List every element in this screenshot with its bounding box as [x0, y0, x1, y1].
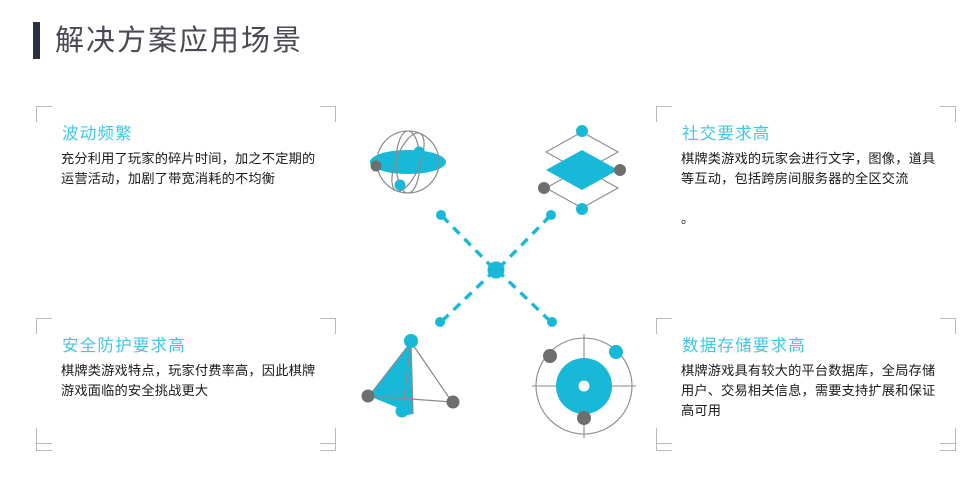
connector-endpoint-node-icon [435, 317, 445, 327]
pyramid-node-icon [361, 389, 375, 403]
quadrant-bottom-left: 安全防护要求高 棋牌类游戏特点，玩家付费率高，因此棋牌游戏面临的安全挑战更大 [36, 318, 336, 444]
quadrant-top-right: 社交要求高 棋牌类游戏的玩家会进行文字，图像，道具等互动，包括跨房间服务器的全区… [656, 106, 956, 451]
center-graphic [361, 125, 636, 438]
title-accent-bar [33, 22, 40, 59]
orbit-icon [532, 334, 636, 438]
globe-icon [370, 130, 446, 194]
connector-endpoint-node-icon [547, 317, 557, 327]
pyramid-node-icon [446, 395, 460, 409]
quadrant-body-bottom-right: 棋牌游戏具有较大的平台数据库，全局存储用户、交易相关信息，需要支持扩展和保证高可… [681, 364, 936, 419]
quadrant-heading-bottom-left: 安全防护要求高 [62, 336, 186, 355]
corner-bracket-icon [36, 428, 52, 444]
connector-endpoint-node-icon [436, 210, 446, 220]
orbit-node-icon [577, 411, 591, 425]
quadrant-body-top-left: 充分利用了玩家的碎片时间，加之不定期的运营活动，加剧了带宽消耗的不均衡 [61, 152, 316, 187]
pyramid-node-icon [395, 404, 409, 418]
layers-icon [538, 125, 626, 215]
corner-bracket-icon [656, 428, 672, 444]
corner-bracket-icon [656, 318, 672, 334]
corner-bracket-icon [36, 106, 52, 122]
corner-bracket-icon [656, 106, 672, 122]
quadrant-body-top-right: 棋牌类游戏的玩家会进行文字，图像，道具等互动，包括跨房间服务器的全区交流 [681, 152, 936, 187]
corner-bracket-icon [36, 318, 52, 334]
quadrant-heading-top-left: 波动频繁 [62, 124, 133, 143]
globe-node-icon [370, 160, 382, 172]
page-title: 解决方案应用场景 [33, 22, 303, 59]
corner-bracket-icon [320, 428, 336, 444]
pyramid-icon [361, 334, 460, 418]
layers-node-icon [576, 125, 588, 137]
orbit-node-icon [609, 345, 623, 359]
quadrant-body-tail-top-right: 。 [681, 212, 695, 227]
dashed-x-connector [435, 210, 557, 327]
connector-center-node-icon [487, 261, 505, 279]
connector-endpoint-node-icon [546, 210, 556, 220]
quadrant-heading-bottom-right: 数据存储要求高 [682, 336, 806, 355]
quadrant-bottom-right: 数据存储要求高 棋牌游戏具有较大的平台数据库，全局存储用户、交易相关信息，需要支… [656, 318, 956, 444]
layers-node-icon [614, 164, 626, 176]
globe-node-icon [413, 146, 425, 158]
quadrant-heading-top-right: 社交要求高 [682, 124, 771, 143]
layers-node-icon [538, 182, 550, 194]
orbit-node-icon [543, 349, 557, 363]
corner-bracket-icon [940, 428, 956, 444]
quadrant-body-bottom-left: 棋牌类游戏特点，玩家付费率高，因此棋牌游戏面临的安全挑战更大 [61, 364, 316, 399]
layers-node-icon [576, 203, 588, 215]
corner-bracket-icon [320, 318, 336, 334]
orbit-core-icon [578, 380, 590, 392]
quadrant-top-left: 波动频繁 充分利用了玩家的碎片时间，加之不定期的运营活动，加剧了带宽消耗的不均衡 [36, 106, 336, 451]
pyramid-node-icon [404, 334, 418, 348]
corner-bracket-icon [940, 106, 956, 122]
globe-node-icon [394, 179, 406, 191]
page-title-text: 解决方案应用场景 [55, 23, 304, 57]
corner-bracket-icon [940, 318, 956, 334]
corner-bracket-icon [320, 106, 336, 122]
